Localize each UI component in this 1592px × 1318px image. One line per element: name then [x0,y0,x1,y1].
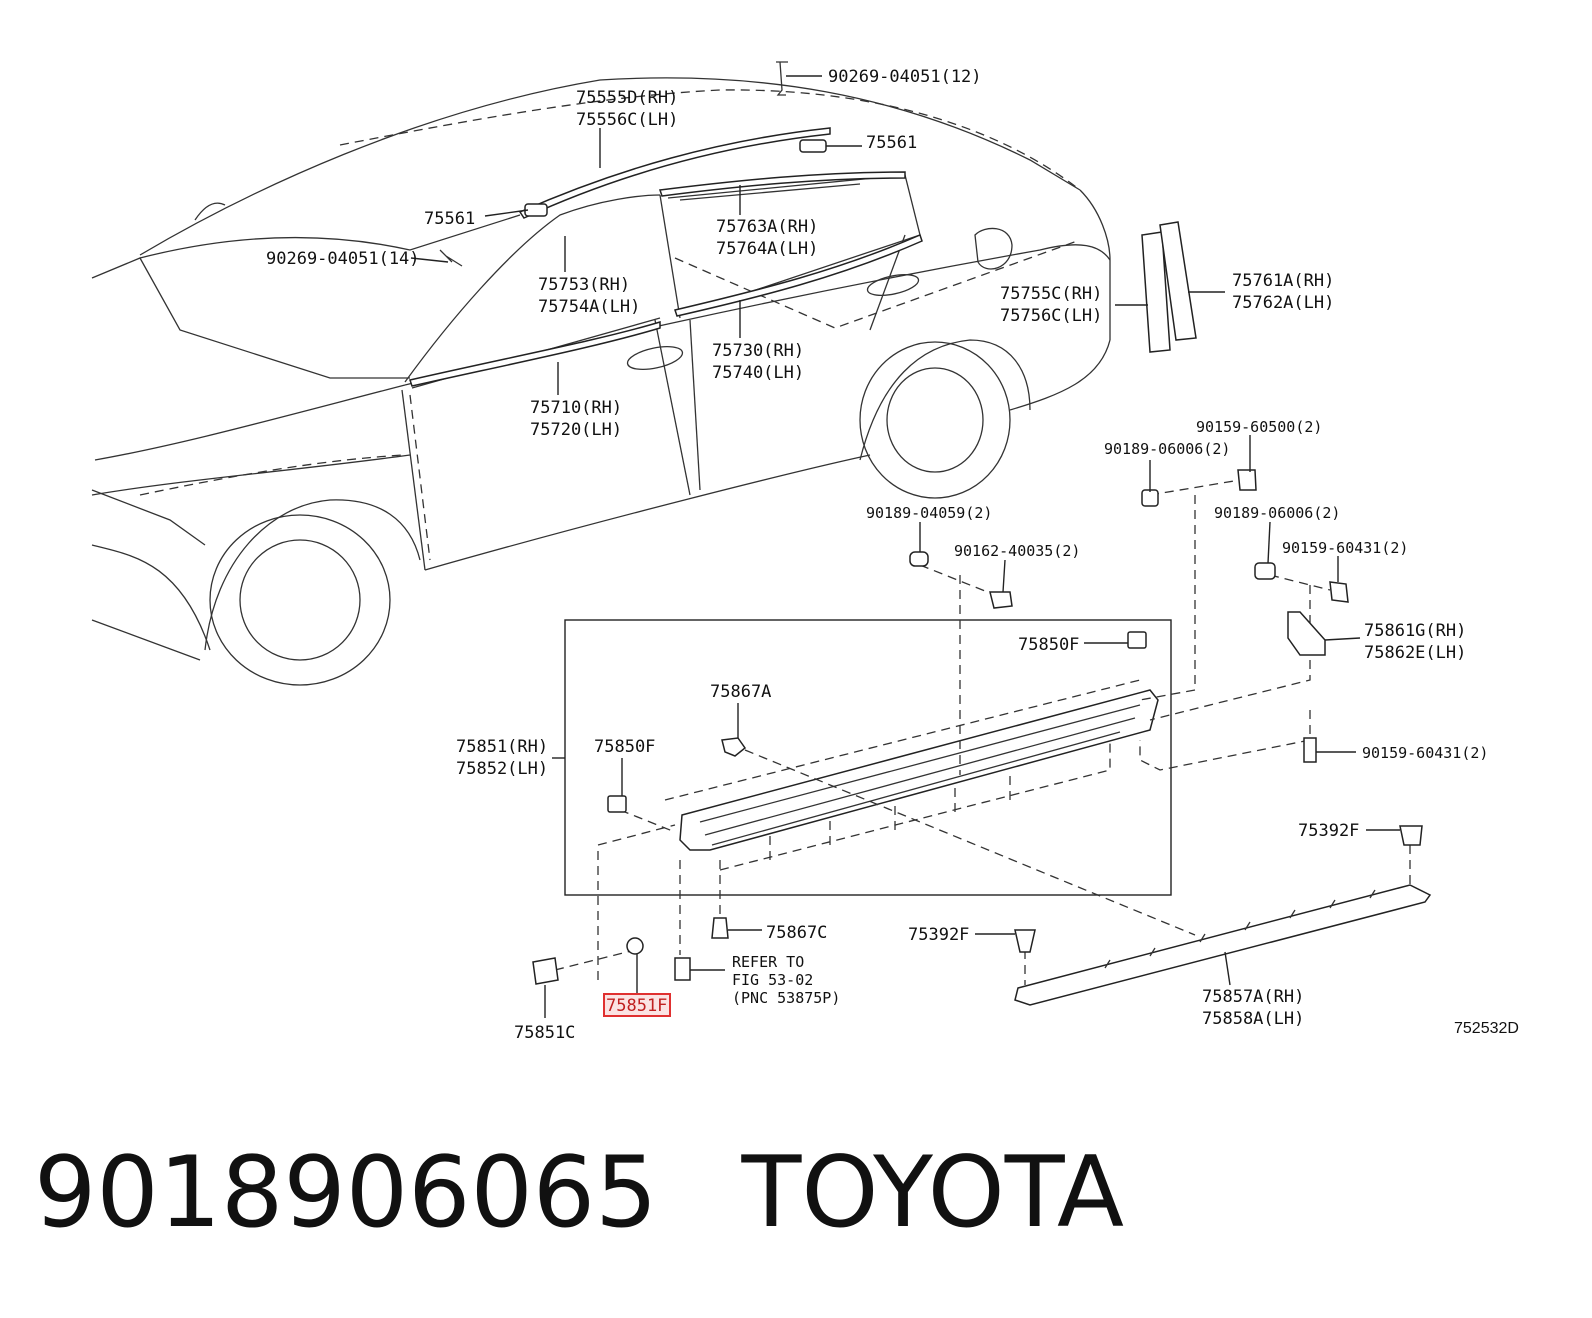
roof-moulding [518,127,831,219]
leader-lines [410,75,1400,1018]
callout-c15: 90189-06006(2) [1214,504,1340,522]
callout-c23: 90159-60431(2) [1362,744,1488,762]
callout-c9: 75761A(RH)75762A(LH) [1232,271,1334,313]
callout-c17: 90159-60431(2) [1282,539,1408,557]
callout-c19: 75861G(RH)75862E(LH) [1364,621,1466,663]
pillar-garnish-a [1141,231,1171,353]
window-belt-moulding-front [409,320,661,387]
rocker-assembly [532,469,1432,1006]
callout-c4: 75561 [424,209,475,229]
callout-c5: 90269-04051(14) [266,249,420,269]
callout-c2: 75555D(RH)75556C(LH) [576,88,678,130]
callout-c7: 75753(RH)75754A(LH) [538,275,640,317]
callout-labels: 90269-04051(12) 75555D(RH)75556C(LH) 755… [266,67,1488,1043]
callout-c28-highlighted: 75851F [606,996,667,1016]
rocker-panel [679,689,1159,851]
part-number: 9018906065 [34,1136,658,1250]
callout-c30: 75857A(RH)75858A(LH) [1202,987,1304,1029]
callout-c13: 90189-06006(2) [1104,440,1230,458]
callout-c6: 75763A(RH)75764A(LH) [716,217,818,259]
footer: 9018906065 TOYOTA [34,1138,1124,1248]
callout-c12: 90159-60500(2) [1196,418,1322,436]
figure-code: 752532D [1454,1020,1519,1037]
clip-75561-a [524,203,548,217]
window-belt-moulding-rear [674,233,923,317]
callout-c14: 90189-04059(2) [866,504,992,522]
callout-c25: 75867C [766,923,827,943]
callout-c29: 75851C [514,1023,575,1043]
callout-c8: 75755C(RH)75756C(LH) [1000,284,1102,326]
pillar-garnish-b [1159,221,1197,341]
callout-c3: 75561 [866,133,917,153]
callout-c11: 75710(RH)75720(LH) [530,398,622,440]
callout-c1: 90269-04051(12) [828,67,982,87]
side-step-moulding [1014,884,1432,1006]
window-frame-moulding [658,171,906,197]
callout-c18: 75850F [1018,635,1079,655]
assembly-box [564,619,1172,896]
bracket-75861G [1287,611,1326,656]
callout-c24: 75392F [1298,821,1359,841]
callout-c22: 75850F [594,737,655,757]
clip-75561-b [799,139,827,153]
highlight-box [603,993,671,1017]
callout-c26: 75392F [908,925,969,945]
callout-c20: 75867A [710,682,771,702]
body-mouldings [409,61,1197,387]
callout-c10: 75730(RH)75740(LH) [712,341,804,383]
brand-name: TOYOTA [741,1136,1125,1250]
car-outline [91,77,1111,686]
callout-c16: 90162-40035(2) [954,542,1080,560]
callout-c21: 75851(RH)75852(LH) [456,737,548,779]
